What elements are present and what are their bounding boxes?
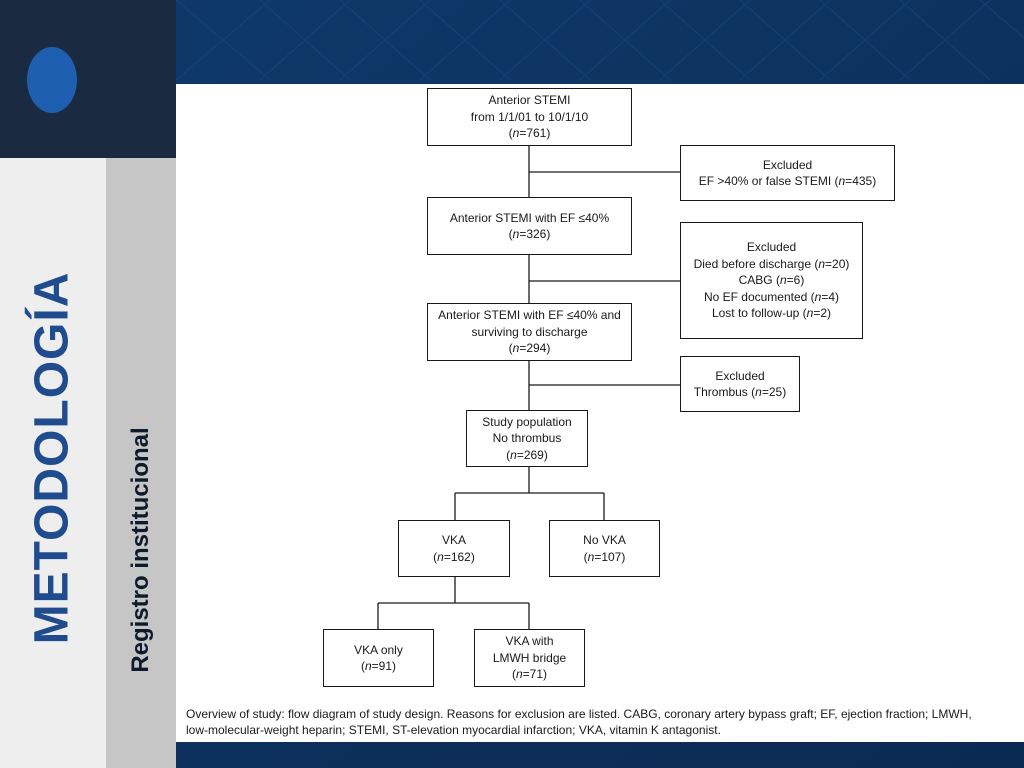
caption-line-2: low-molecular-weight heparin; STEMI, ST-… [186,722,721,737]
node-vka-only: VKA only (n=91) [323,629,434,687]
caption-line-1: Overview of study: flow diagram of study… [186,707,972,721]
light-side-strip [106,158,176,768]
node-vka-lmwh-bridge: VKA with LMWH bridge (n=71) [474,629,585,687]
node-study-population: Study population No thrombus (n=269) [466,410,588,467]
node-excluded-thrombus: Excluded Thrombus (n=25) [680,356,800,412]
node-stemi-surviving: Anterior STEMI with EF ≤40% and survivin… [427,303,632,361]
node-no-vka: No VKA (n=107) [549,520,660,577]
node-anterior-stemi: Anterior STEMI from 1/1/01 to 10/1/10 (n… [427,88,632,146]
node-excluded-discharge: Excluded Died before discharge (n=20) CA… [680,222,863,339]
node-vka: VKA (n=162) [398,520,510,577]
blue-dot-ornament [27,47,77,113]
node-excluded-ef: Excluded EF >40% or false STEMI (n=435) [680,145,895,201]
node-stemi-ef40: Anterior STEMI with EF ≤40% (n=326) [427,197,632,255]
figure-caption: Overview of study: flow diagram of study… [186,707,1024,738]
